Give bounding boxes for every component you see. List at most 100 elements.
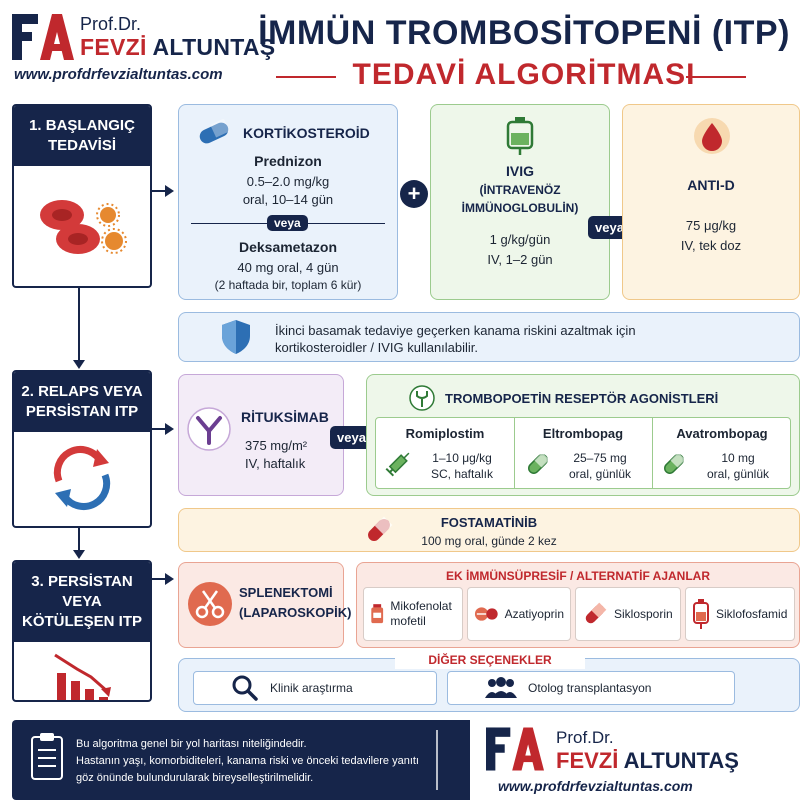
- connector-line-1: [78, 288, 80, 360]
- declining-chart-icon: [54, 653, 111, 700]
- otolog-transplantasyon-label: Otolog transplantasyon: [528, 681, 652, 695]
- brand-url[interactable]: www.profdrfevzialtuntas.com: [14, 66, 223, 83]
- search-icon: [232, 675, 258, 701]
- ek-ajanlar-title: EK İMMÜNSÜPRESİF / ALTERNATİF AJANLAR: [446, 569, 710, 583]
- brand-name: FEVZİ ALTUNTAŞ: [80, 34, 276, 60]
- avatrombopag-name: Avatrombopag: [676, 426, 768, 441]
- deksametazon-label: Deksametazon: [238, 239, 338, 255]
- splenektomi-card: SPLENEKTOMİ (LAPAROSKOPİK): [178, 562, 351, 648]
- mikofenolat-label: Mikofenolat mofetil: [390, 599, 452, 628]
- diger-secenekler-card: DİĞER SEÇENEKLER Klinik araştırma Otolog…: [178, 651, 800, 712]
- otolog-transplantasyon-card: Otolog transplantasyon: [447, 671, 735, 705]
- deksametazon-note: (2 haftada bir, toplam 6 kür): [214, 278, 362, 292]
- column-divider: [514, 418, 515, 488]
- siklofosfamid-label: Siklofosfamid: [716, 607, 788, 621]
- column-divider: [652, 418, 653, 488]
- tpo-title: TROMBOPOETİN RESEPTÖR AGONİSTLERİ: [445, 391, 719, 406]
- fostamatinib-card: FOSTAMATİNİB 100 mg oral, günde 2 kez: [178, 508, 800, 552]
- ivig-title: IVIG: [505, 163, 534, 179]
- logo-mark: [12, 14, 74, 60]
- note-line-1: İkinci basamak tedaviye geçerken kanama …: [275, 323, 636, 338]
- note-box: İkinci basamak tedaviye geçerken kanama …: [178, 312, 800, 362]
- step-3-arrow-line: [152, 578, 166, 580]
- capsule-icon: [585, 602, 607, 624]
- footer-brand-panel: Prof.Dr. FEVZİ ALTUNTAŞ www.profdrfevzia…: [470, 720, 800, 800]
- connector-line-2: [78, 528, 80, 550]
- title-rule-right: [686, 76, 746, 78]
- logo-mark: [486, 727, 544, 771]
- brand-prefix: Prof.Dr.: [80, 14, 142, 34]
- step-3-label: 3. PERSİSTAN VEYA KÖTÜLEŞEN ITP: [14, 562, 150, 642]
- mikofenolat-card: Mikofenolat mofetil: [363, 587, 463, 641]
- tpo-card: TROMBOPOETİN RESEPTÖR AGONİSTLERİ Romipl…: [366, 374, 800, 496]
- connector-arrow-2: [73, 550, 85, 559]
- romiplostim-dose: 1–10 μg/kg: [432, 451, 492, 465]
- antid-card: ANTI-D 75 μg/kg IV, tek doz: [622, 104, 800, 300]
- rituksimab-card: RİTUKSİMAB 375 mg/m² IV, haftalık: [178, 374, 344, 496]
- eltrombopag-name: Eltrombopag: [542, 426, 624, 441]
- blood-drop-icon: [694, 118, 730, 154]
- fostamatinib-title: FOSTAMATİNİB: [440, 515, 538, 530]
- footer-brand-url[interactable]: www.profdrfevzialtuntas.com: [498, 778, 693, 794]
- clipboard-icon: [31, 733, 63, 780]
- title-rule-left: [276, 76, 336, 78]
- prednizon-label: Prednizon: [254, 153, 322, 169]
- kortikosteroid-title: KORTİKOSTEROİD: [243, 125, 370, 141]
- kortikosteroid-card: KORTİKOSTEROİD Prednizon 0.5–2.0 mg/kg o…: [178, 104, 398, 300]
- eltrombopag-route: oral, günlük: [568, 467, 632, 481]
- klinik-arastirma-label: Klinik araştırma: [270, 681, 353, 695]
- veya-badge: veya: [330, 426, 373, 449]
- iv-bag-icon: [506, 117, 534, 155]
- shield-icon: [222, 320, 250, 354]
- footer-divider: [436, 730, 438, 790]
- plus-icon: +: [400, 180, 428, 208]
- footer-brand-prefix: Prof.Dr.: [556, 728, 614, 747]
- connector-arrow-1: [73, 360, 85, 369]
- siklofosfamid-card: Siklofosfamid: [685, 587, 795, 641]
- azatiyoprin-card: Azatiyoprin: [467, 587, 571, 641]
- syringe-icon: [385, 452, 410, 477]
- ivig-route: IV, 1–2 gün: [487, 252, 553, 267]
- scissors-icon: [188, 582, 232, 626]
- footer-line-2: Hastanın yaşı, komorbiditeleri, kanama r…: [76, 755, 419, 767]
- antibody-icon: [187, 407, 231, 451]
- ivig-subtitle-2: İMMÜNOGLOBULİN): [461, 201, 579, 215]
- ivig-card: IVIG (İNTRAVENÖZ İMMÜNOGLOBULİN) 1 g/kg/…: [430, 104, 610, 300]
- footer-bar: Bu algoritma genel bir yol haritası nite…: [12, 720, 800, 800]
- azatiyoprin-label: Azatiyoprin: [504, 607, 564, 621]
- capsule-icon: [528, 452, 550, 474]
- red-blood-cells-icon: [40, 200, 127, 254]
- siklosporin-card: Siklosporin: [575, 587, 681, 641]
- pill-icon: [199, 119, 230, 144]
- receptor-icon: [409, 385, 435, 411]
- romiplostim-name: Romiplostim: [405, 426, 485, 441]
- veya-badge: veya: [588, 216, 631, 239]
- siklosporin-label: Siklosporin: [614, 607, 673, 621]
- step-1-arrow: [165, 185, 174, 197]
- ivig-dose: 1 g/kg/gün: [489, 232, 551, 247]
- prednizon-dose: 0.5–2.0 mg/kg: [246, 174, 330, 189]
- step-2-label: 2. RELAPS VEYA PERSİSTAN ITP: [14, 372, 150, 432]
- step-1-box: 1. BAŞLANGIÇ TEDAVİSİ: [12, 104, 152, 288]
- rituksimab-route: IV, haftalık: [245, 456, 306, 471]
- eltrombopag-dose: 25–75 mg: [573, 451, 627, 465]
- prednizon-route: oral, 10–14 gün: [242, 192, 334, 207]
- rituksimab-dose: 375 mg/m²: [245, 438, 308, 453]
- step-2-arrow-line: [152, 428, 166, 430]
- antid-route: IV, tek doz: [680, 238, 742, 253]
- footer-line-3: göz önünde bulundurularak bireyselleştir…: [76, 772, 314, 784]
- splenektomi-subtitle: (LAPAROSKOPİK): [239, 605, 352, 620]
- ivig-subtitle-1: (İNTRAVENÖZ: [479, 183, 561, 197]
- step-2-arrow: [165, 423, 174, 435]
- footer-line-1: Bu algoritma genel bir yol haritası nite…: [76, 738, 307, 750]
- antid-dose: 75 μg/kg: [685, 218, 737, 233]
- cycle-arrows-icon: [53, 446, 111, 510]
- step-1-arrow-line: [152, 190, 166, 192]
- fostamatinib-dose: 100 mg oral, günde 2 kez: [421, 534, 557, 548]
- antid-title: ANTI-D: [687, 177, 735, 193]
- capsule-icon: [368, 516, 393, 541]
- rituksimab-title: RİTUKSİMAB: [241, 409, 329, 425]
- splenektomi-title: SPLENEKTOMİ: [239, 585, 333, 600]
- step-3-arrow: [165, 573, 174, 585]
- avatrombopag-dose: 10 mg: [721, 451, 755, 465]
